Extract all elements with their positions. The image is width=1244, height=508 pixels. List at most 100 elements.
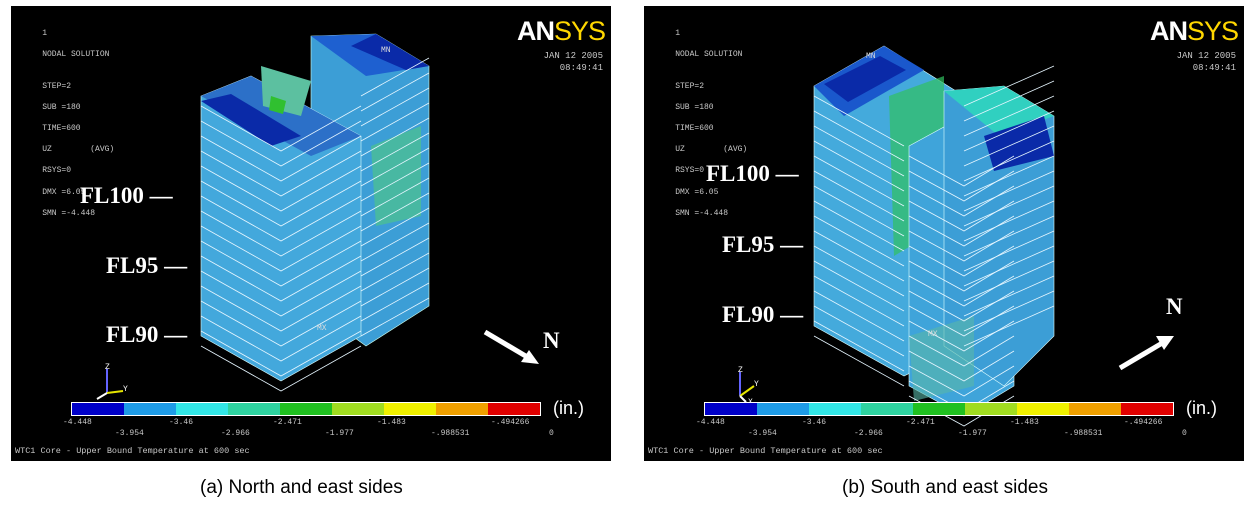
axis-triad-a: Z Y <box>96 363 128 400</box>
floor-slab-line <box>963 275 1055 317</box>
floor-slab-line <box>908 335 1015 367</box>
legend-tick: -4.448 <box>63 418 92 427</box>
footer-title: WTC1 Core - Upper Bound Temperature at 6… <box>15 446 250 456</box>
floor-slab-line <box>360 297 430 337</box>
unit-label: (in.) <box>1186 398 1217 418</box>
legend-tick: -2.966 <box>854 429 883 438</box>
panel-a-viewport: 1 NODAL SOLUTION STEP=2 SUB =180 TIME=60… <box>11 6 611 461</box>
floor-slab-line <box>963 290 1055 332</box>
floor-slab-line <box>813 260 905 312</box>
mn-marker: MN <box>866 52 876 61</box>
floor-slab-line <box>813 200 905 252</box>
legend-tick: -2.471 <box>906 418 935 427</box>
info-line: DMX =6.05 <box>675 187 719 197</box>
legend-tick: -1.483 <box>1010 418 1039 427</box>
info-line: SMN =-4.448 <box>675 208 729 218</box>
floor-slab-line <box>200 180 362 227</box>
floor-slab-line <box>360 117 430 157</box>
floor-slab-line <box>200 255 362 302</box>
floor-slab-line <box>360 87 430 127</box>
axis-y: Y <box>754 380 759 389</box>
mx-marker: MX <box>928 330 938 339</box>
floor-slab-line <box>963 245 1055 287</box>
floor-slab-line <box>200 330 362 377</box>
info-line: UZ (AVG) <box>42 145 115 155</box>
info-line: NODAL SOLUTION <box>675 49 743 59</box>
floor-label-fl100: FL100 — <box>706 161 799 186</box>
mn-marker: MN <box>381 46 391 55</box>
floor-slab-line <box>963 185 1055 227</box>
floor-slab-line <box>200 150 362 197</box>
floor-label-fl95: FL95 — <box>722 232 804 257</box>
info-line: NODAL SOLUTION <box>42 49 110 59</box>
floor-slab-line <box>200 225 362 272</box>
info-line: STEP=2 <box>675 81 705 91</box>
footer-title: WTC1 Core - Upper Bound Temperature at 6… <box>648 446 883 456</box>
legend-tick: -3.954 <box>748 429 777 438</box>
floor-slab-line <box>360 237 430 277</box>
floor-slab-line <box>813 110 905 162</box>
floor-slab-line <box>963 170 1055 212</box>
floor-slab-line <box>813 170 905 222</box>
north-label: N <box>543 328 560 353</box>
floor-slab-line <box>360 72 430 112</box>
legend-tick: -2.966 <box>221 429 250 438</box>
info-line: TIME=600 <box>675 123 714 133</box>
building-model-b <box>813 45 1055 427</box>
color-legend-b <box>704 402 1174 416</box>
info-line: DMX =6.05 <box>42 187 86 197</box>
floor-slab-line <box>200 120 362 167</box>
legend-tick: -1.977 <box>958 429 987 438</box>
floor-slab-line <box>200 165 362 212</box>
floor-slab-line <box>908 365 1015 397</box>
color-legend-a <box>71 402 541 416</box>
floor-slab-line <box>813 335 905 387</box>
floor-slab-line <box>963 95 1055 137</box>
floor-slab-line <box>813 320 905 372</box>
axis-y: Y <box>123 385 128 394</box>
floor-slab-line <box>813 95 905 147</box>
info-line: UZ (AVG) <box>675 145 748 155</box>
north-arrow-a <box>483 329 539 364</box>
floor-slab-line <box>813 155 905 207</box>
floor-label-fl90: FL90 — <box>106 322 188 347</box>
window-id: 1 <box>42 28 48 38</box>
legend-tick: -1.483 <box>377 418 406 427</box>
floor-slab-line <box>200 300 362 347</box>
legend-tick: -.494266 <box>491 418 530 427</box>
floor-slab-line <box>360 252 430 292</box>
legend-tick: -.494266 <box>1124 418 1163 427</box>
north-label: N <box>1166 294 1183 319</box>
floor-label-fl100: FL100 — <box>80 183 173 208</box>
floor-slab-line <box>813 275 905 327</box>
legend-tick: -1.977 <box>325 429 354 438</box>
floor-slab-line <box>360 162 430 202</box>
floor-slab-line <box>360 282 430 322</box>
ansys-logo: ANSYS <box>516 16 606 46</box>
info-block-a: 1 NODAL SOLUTION STEP=2 SUB =180 TIME=60… <box>23 18 114 230</box>
info-line: RSYS=0 <box>675 166 705 176</box>
floor-slabs-b <box>813 65 1055 427</box>
floor-slab-line <box>360 177 430 217</box>
floor-slab-line <box>963 80 1055 122</box>
caption-b: (b) South and east sides <box>842 477 1048 498</box>
info-line: RSYS=0 <box>42 166 72 176</box>
floor-slab-line <box>813 245 905 297</box>
floor-slab-line <box>200 285 362 332</box>
floor-slab-line <box>200 210 362 257</box>
floor-slab-line <box>963 200 1055 242</box>
floor-slab-line <box>963 155 1055 197</box>
legend-tick: -3.46 <box>802 418 827 427</box>
legend-tick: -.988531 <box>431 429 470 438</box>
floor-slab-line <box>963 65 1055 107</box>
floor-slab-line <box>963 215 1055 257</box>
window-id: 1 <box>675 28 681 38</box>
floor-slab-line <box>813 290 905 342</box>
axis-triad-b: Z Y X <box>738 366 759 404</box>
north-arrow-b <box>1118 336 1174 371</box>
floor-slab-line <box>963 125 1055 167</box>
info-block-b: 1 NODAL SOLUTION STEP=2 SUB =180 TIME=60… <box>656 18 747 230</box>
floor-slab-line <box>360 192 430 232</box>
